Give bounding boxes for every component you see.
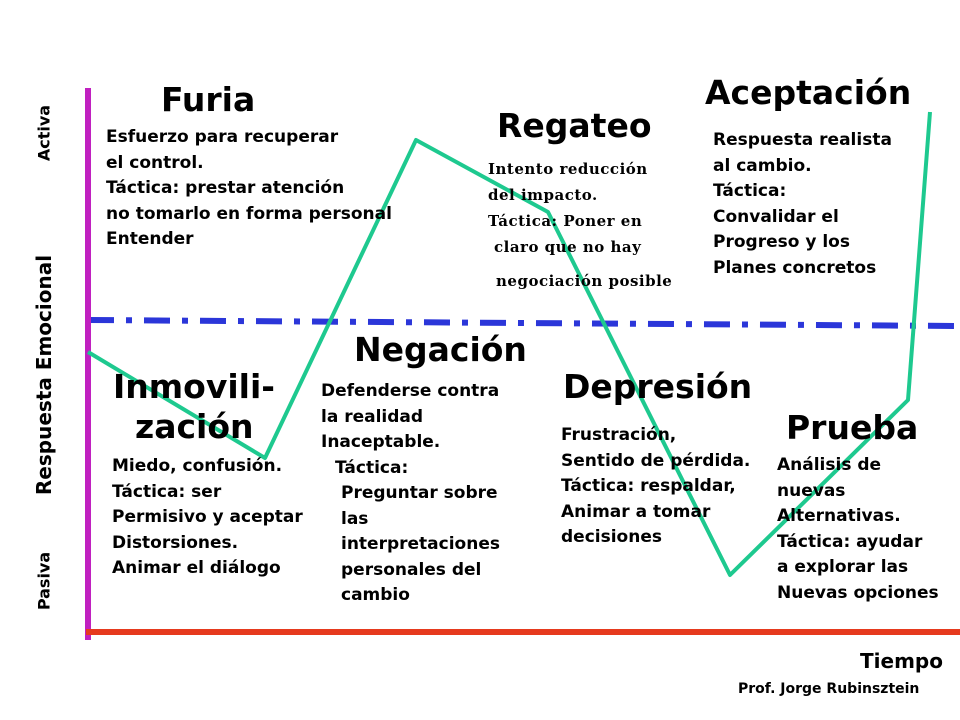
desc-line: interpretaciones (341, 534, 500, 554)
author-credit: Prof. Jorge Rubinsztein (738, 681, 920, 697)
desc-line: Esfuerzo para recuperar (106, 127, 339, 147)
desc-line: negociación posible (496, 272, 673, 290)
stage-desc-inmovilizacion: Miedo, confusión. Táctica: ser Permisivo… (112, 454, 303, 582)
stage-title-aceptacion: Aceptación (705, 73, 912, 112)
desc-line: Táctica: (713, 181, 787, 201)
stage-title-inmovilizacion-line2: zación (135, 407, 254, 446)
desc-line: Animar a tomar (561, 501, 711, 522)
desc-line: Táctica: Poner en (488, 212, 643, 230)
desc-line: Inaceptable. (321, 432, 441, 452)
desc-line: Táctica: ser (112, 481, 222, 502)
stage-title-furia: Furia (161, 80, 256, 119)
desc-line: a explorar las (777, 557, 909, 577)
desc-line: decisiones (561, 527, 662, 547)
stage-desc-furia: Esfuerzo para recuperar el control. Táct… (106, 125, 392, 253)
desc-line: Nuevas opciones (777, 582, 939, 603)
divider-line (87, 317, 960, 329)
desc-line: Progreso y los (713, 232, 850, 252)
desc-line: Táctica: (335, 457, 409, 478)
desc-line: Frustración, (561, 425, 677, 445)
desc-line: Sentido de pérdida. (561, 450, 751, 471)
desc-line: Táctica: prestar atención (106, 178, 345, 198)
desc-line: Defenderse contra (321, 381, 500, 401)
desc-line: Preguntar sobre (341, 483, 498, 503)
desc-line: el control. (106, 152, 204, 173)
desc-line: Análisis de (777, 455, 882, 475)
desc-line: al cambio. (713, 155, 812, 176)
desc-line: cambio (341, 585, 410, 605)
desc-line: Permisivo y aceptar (112, 507, 303, 527)
stage-desc-negacion: Defenderse contra la realidad Inaceptabl… (321, 379, 500, 609)
desc-line: la realidad (321, 406, 424, 427)
desc-line: Intento reducción (488, 160, 648, 178)
y-axis-label: Respuesta Emocional (32, 254, 56, 496)
stage-title-prueba: Prueba (786, 408, 919, 447)
desc-line: Animar el diálogo (112, 558, 281, 578)
desc-line: Táctica: ayudar (777, 531, 923, 552)
desc-line: Miedo, confusión. (112, 456, 283, 476)
desc-line: claro que no hay (494, 238, 642, 256)
stage-title-regateo: Regateo (497, 106, 652, 145)
desc-line: Convalidar el (713, 206, 839, 227)
desc-line: las (341, 508, 369, 529)
stage-desc-prueba: Análisis de nuevas Alternativas. Táctica… (777, 453, 939, 606)
x-axis-label: Tiempo (860, 649, 943, 673)
stage-desc-depresion: Frustración, Sentido de pérdida. Táctica… (561, 423, 750, 551)
desc-line: no tomarlo en forma personal (106, 203, 392, 224)
desc-line: Alternativas. (777, 506, 901, 526)
stage-desc-regateo: Intento reducción del impacto. Táctica: … (488, 156, 672, 294)
desc-line: Entender (106, 229, 194, 249)
desc-line: Distorsiones. (112, 532, 239, 553)
y-axis-bottom-label: Pasiva (34, 551, 54, 611)
desc-line: Planes concretos (713, 257, 877, 278)
stage-desc-aceptacion: Respuesta realista al cambio. Táctica: C… (713, 128, 892, 281)
desc-line: Respuesta realista (713, 130, 892, 150)
desc-line: del impacto. (488, 186, 598, 204)
stage-title-inmovilizacion-line1: Inmovili- (113, 367, 275, 406)
emotion-curve (86, 111, 932, 577)
desc-line: personales del (341, 559, 482, 580)
stage-title-depresion: Depresión (563, 367, 753, 406)
y-axis-top-label: Activa (34, 104, 54, 162)
stage-title-negacion: Negación (354, 330, 527, 369)
desc-line: nuevas (777, 480, 846, 501)
desc-line: Táctica: respaldar, (561, 476, 736, 496)
